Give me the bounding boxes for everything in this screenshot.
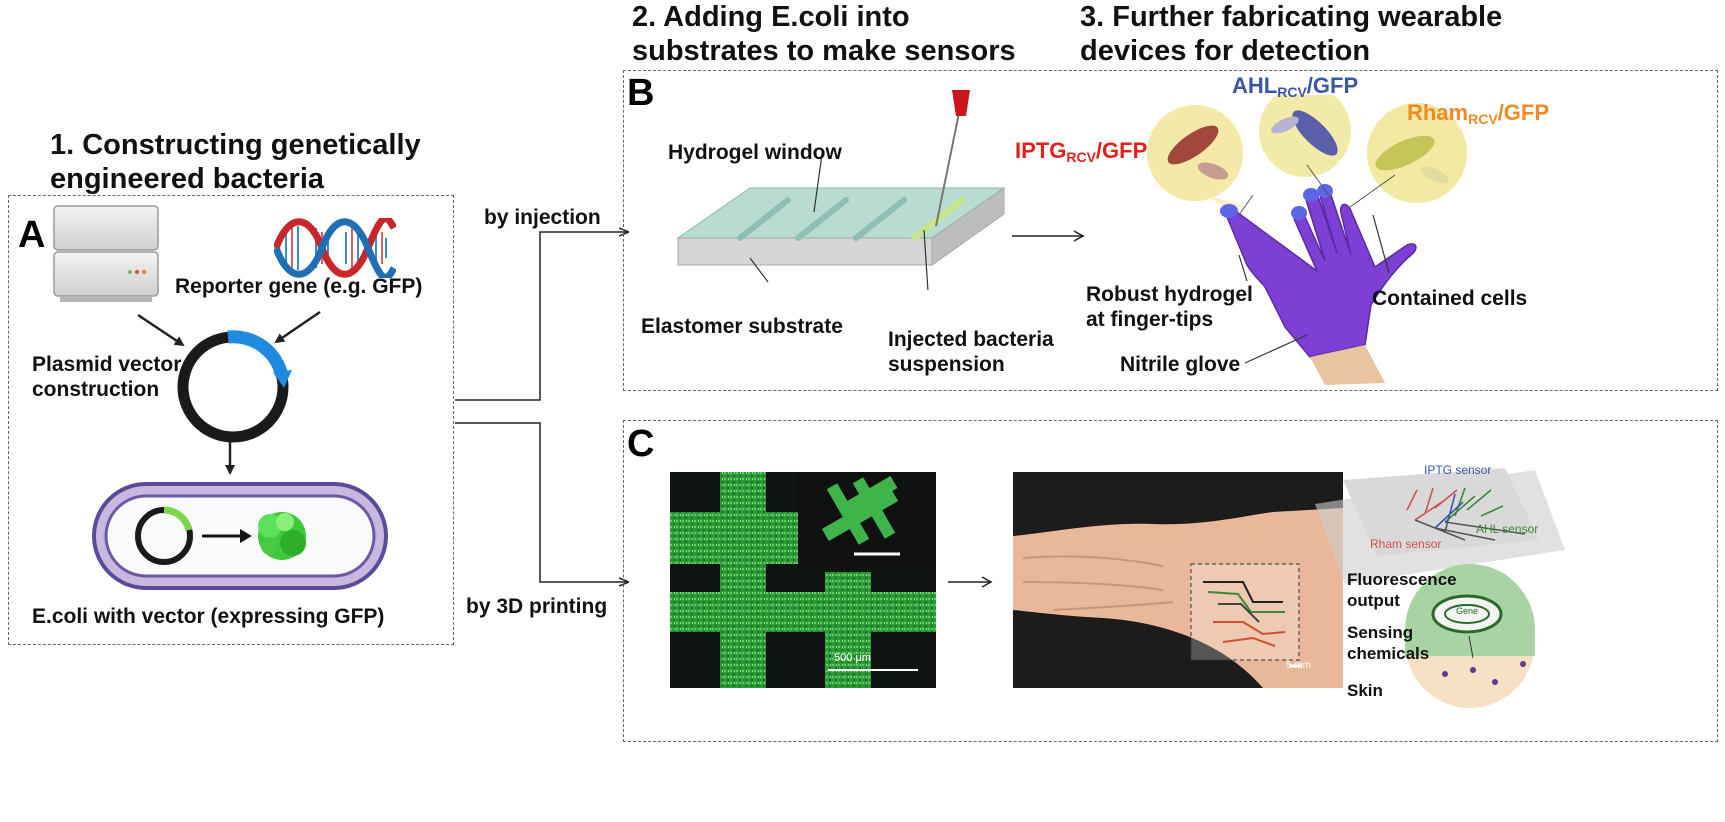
- fluorescence-label-line2: output: [1347, 591, 1400, 610]
- needle-shaft: [935, 107, 961, 227]
- step1-title: 1. Constructing genetically engineered b…: [50, 128, 421, 196]
- syringe-tip: [952, 90, 970, 116]
- arrow-gene-to-plasmid: [274, 310, 321, 344]
- step2-title-line1: 2. Adding E.coli into: [632, 1, 910, 33]
- plasmid-label: Plasmid vector construction: [32, 352, 181, 402]
- hydrogel-window-label: Hydrogel window: [668, 141, 842, 164]
- panel-a-box: [8, 195, 454, 645]
- panel-c-letter: C: [627, 423, 655, 465]
- cell-cross-section: [1405, 564, 1535, 708]
- rham-label-main: Rham: [1407, 100, 1469, 125]
- ahl-sensor-label: AHL sensor: [1476, 522, 1539, 536]
- skin-label: Skin: [1347, 681, 1383, 700]
- hand-photo: [1013, 472, 1343, 688]
- panel-c-box: [623, 420, 1718, 742]
- panel-b-letter: B: [627, 72, 655, 114]
- sequencer-icon: [53, 205, 159, 302]
- chip-to-glove-arrow: [1012, 230, 1085, 242]
- reporter-gene-label: Reporter gene (e.g. GFP): [175, 275, 423, 298]
- ecoli-cell-icon: [92, 482, 388, 590]
- injected-label-line1: Injected bacteria: [888, 328, 1054, 351]
- panel-b-box: [623, 70, 1718, 391]
- iptg-label-tail: /GFP: [1095, 138, 1148, 163]
- glove-illustration: [1147, 95, 1467, 385]
- iptg-sensor-label: IPTG sensor: [1424, 463, 1492, 477]
- panel-a-graphics: [137, 310, 321, 475]
- plasmid-label-line2: construction: [32, 378, 160, 401]
- injection-route-line: [455, 232, 628, 401]
- rham-label-tail: /GFP: [1497, 100, 1550, 125]
- contained-cells-label: Contained cells: [1372, 287, 1528, 310]
- step3-title-line2: devices for detection: [1080, 35, 1371, 67]
- dna-helix-icon: [274, 218, 396, 278]
- iptg-label-sub: RCV: [1066, 149, 1096, 165]
- ahl-rcv-gfp-label: AHLRCV/GFP: [1232, 73, 1358, 100]
- injected-bacteria-label: Injected bacteria suspension: [888, 327, 1054, 377]
- rham-sensor-label: Rham sensor: [1370, 537, 1442, 551]
- scale-5mm-label: 5 mm: [1286, 660, 1311, 671]
- printing-route-line: [455, 422, 628, 582]
- rham-rcv-gfp-label: RhamRCV/GFP: [1407, 100, 1549, 127]
- ahl-label-sub: RCV: [1277, 84, 1307, 100]
- routing-arrows: [455, 0, 640, 822]
- step2-title-line2: substrates to make sensors: [632, 35, 1016, 67]
- sensor-schematic: [1315, 468, 1565, 708]
- ecoli-caption: E.coli with vector (expressing GFP): [32, 605, 385, 628]
- arrow-sequencer-to-plasmid: [137, 313, 185, 347]
- sensing-chemicals-label: Sensing chemicals: [1347, 622, 1429, 664]
- sensing-label-line1: Sensing: [1347, 623, 1414, 642]
- nitrile-glove-label: Nitrile glove: [1120, 353, 1241, 376]
- injected-label-line2: suspension: [888, 353, 1005, 376]
- micrograph-to-hand-arrow: [948, 576, 993, 588]
- by-injection-label: by injection: [484, 206, 601, 229]
- sensing-label-line2: chemicals: [1347, 644, 1430, 663]
- iptg-label-main: IPTG: [1015, 138, 1067, 163]
- plasmid-label-line1: Plasmid vector: [32, 353, 182, 376]
- rham-label-sub: RCV: [1468, 111, 1498, 127]
- hydrogel-chip-illustration: [676, 90, 1006, 290]
- step1-title-line1: 1. Constructing genetically: [50, 129, 421, 161]
- scale-500um-label: 500 μm: [834, 652, 871, 664]
- fluorescence-label-line1: Fluorescence: [1347, 570, 1457, 589]
- nitrile-glove-shape: [1220, 184, 1417, 385]
- elastomer-substrate-label: Elastomer substrate: [641, 315, 843, 338]
- fluorescence-output-label: Fluorescence output: [1347, 569, 1457, 611]
- step3-title: 3. Further fabricating wearable devices …: [1080, 0, 1502, 68]
- fluorescence-micrograph: [670, 472, 936, 688]
- robust-label-line2: at finger-tips: [1086, 308, 1214, 331]
- step2-title: 2. Adding E.coli into substrates to make…: [632, 0, 1016, 68]
- step1-title-line2: engineered bacteria: [50, 163, 324, 195]
- ahl-label-tail: /GFP: [1306, 73, 1359, 98]
- robust-label-line1: Robust hydrogel: [1086, 283, 1253, 306]
- step3-title-line1: 3. Further fabricating wearable: [1080, 1, 1503, 33]
- gfp-protein-icon: [258, 512, 306, 560]
- by-3d-printing-label: by 3D printing: [466, 595, 608, 618]
- iptg-rcv-gfp-label: IPTGRCV/GFP: [1015, 138, 1147, 165]
- gene-label: Gene: [1456, 606, 1479, 616]
- ahl-label-main: AHL: [1232, 73, 1278, 98]
- reporter-segment: [227, 330, 289, 378]
- panel-a-letter: A: [18, 214, 46, 256]
- robust-hydrogel-label: Robust hydrogel at finger-tips: [1086, 282, 1253, 332]
